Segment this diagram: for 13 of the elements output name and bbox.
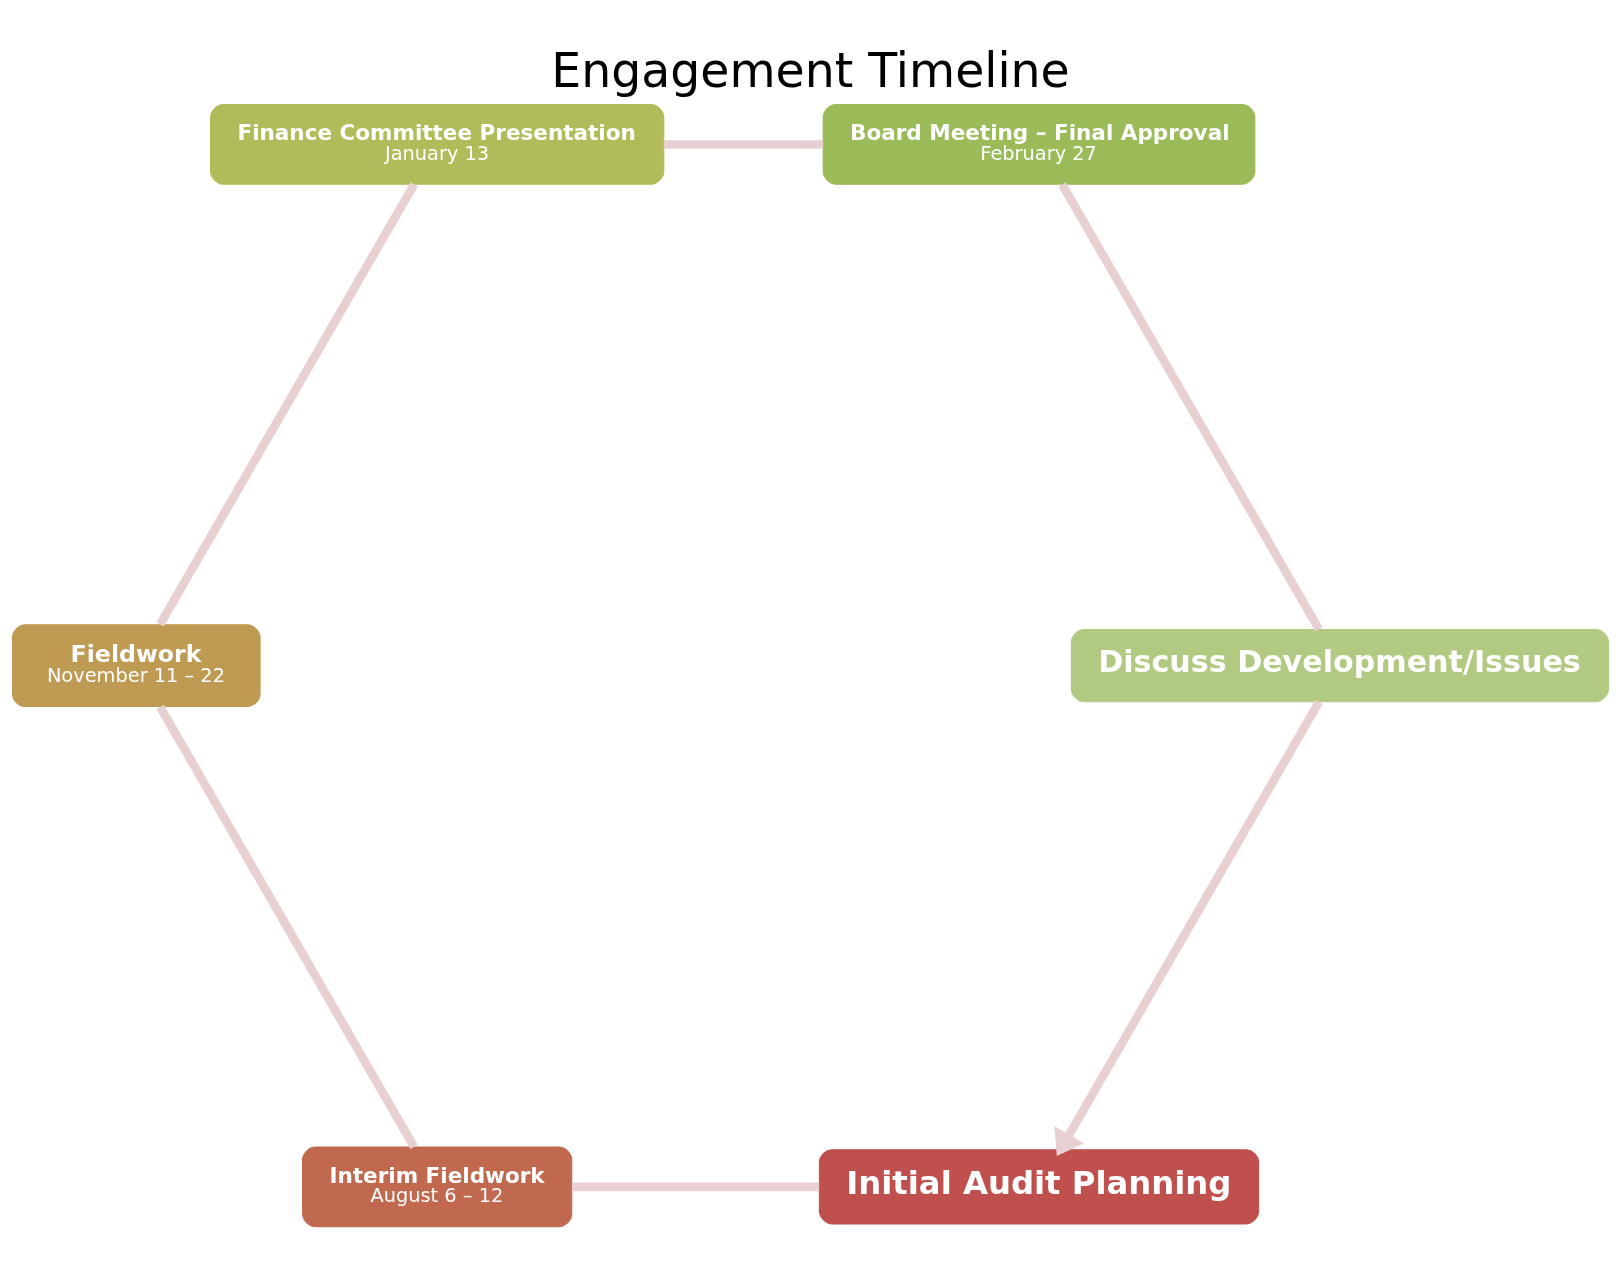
connector (1058, 181, 1323, 631)
node-box: Board Meeting – Final Approval February 27 (822, 103, 1256, 185)
node-box: Discuss Development/Issues (1070, 628, 1610, 702)
arrow (1054, 699, 1323, 1156)
node-box: Finance Committee Presentation January 13 (210, 103, 665, 185)
connector (156, 181, 418, 626)
diagram-title: Engagement Timeline (551, 42, 1070, 98)
connector (572, 1182, 820, 1191)
connector (663, 139, 823, 149)
connector (156, 704, 418, 1149)
node-box: Initial Audit Planning (818, 1148, 1260, 1225)
node-box: Fieldwork November 11 – 22 (11, 623, 261, 707)
node-box: Interim Fieldwork August 6 – 12 (302, 1146, 573, 1227)
